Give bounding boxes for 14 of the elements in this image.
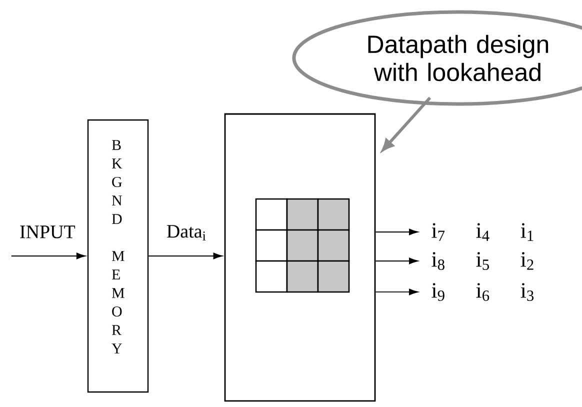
edge-label: Data$_{i}$ [166, 225, 206, 240]
datapath-box [224, 113, 376, 402]
output-label: i$_{8}$ i$_{5}$ i$_{2}$ [432, 252, 534, 270]
arrow [375, 288, 418, 296]
arrow [382, 96, 432, 151]
arrow [148, 252, 223, 260]
arrow [375, 228, 418, 236]
arrow [375, 258, 418, 264]
memory-box: BKGND MEMORY [87, 119, 149, 393]
arrow [10, 252, 86, 260]
output-label: i$_{7}$ i$_{4}$ i$_{1}$ [432, 223, 534, 241]
edge-label: INPUT [20, 226, 76, 238]
output-label: i$_{9}$ i$_{6}$ i$_{3}$ [432, 283, 534, 301]
callout-cloud: Datapath design with lookahead [292, 10, 582, 106]
